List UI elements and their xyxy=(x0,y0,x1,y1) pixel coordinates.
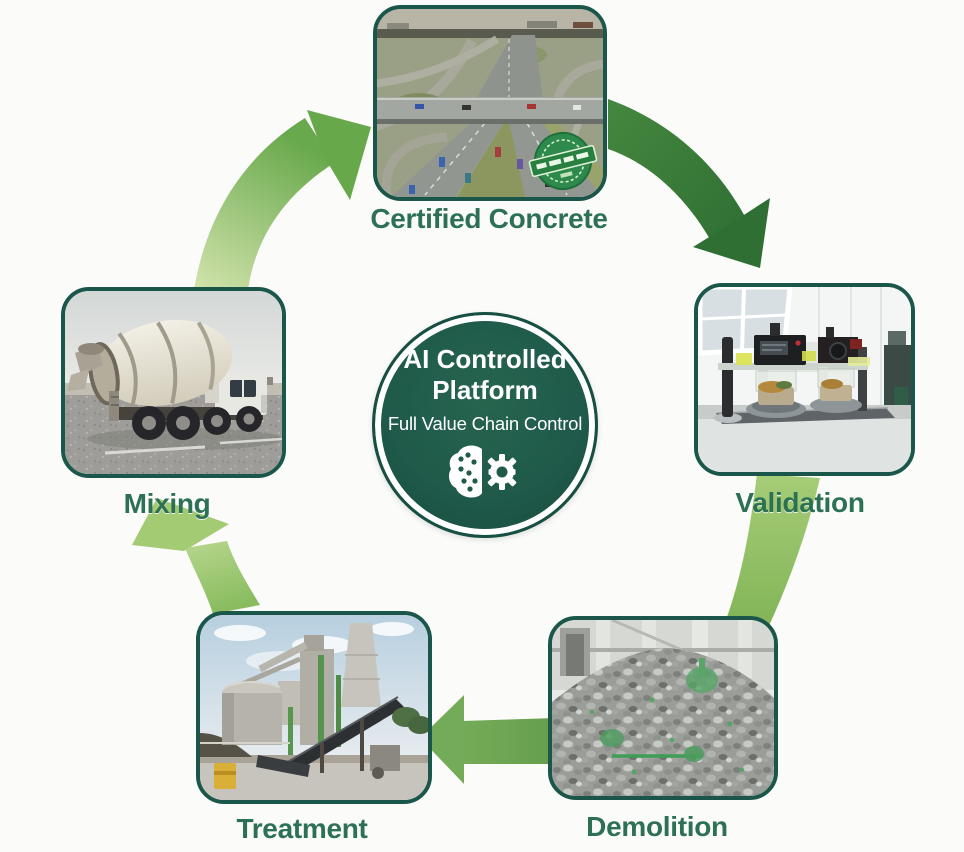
stage-photo-validation xyxy=(694,283,915,476)
stage-photo-certified-concrete xyxy=(373,5,607,201)
label-certified-concrete: Certified Concrete xyxy=(370,203,608,234)
label-treatment: Treatment xyxy=(236,813,368,844)
center-title: AI Controlled Platform xyxy=(403,344,566,405)
label-mixing: Mixing xyxy=(123,488,211,519)
center-subtitle: Full Value Chain Control xyxy=(387,412,583,434)
conveyor-belt xyxy=(256,696,404,777)
arrow-treatment-to-mixing xyxy=(132,498,260,614)
certification-stamp-icon xyxy=(528,132,598,190)
center-title-line2: Platform xyxy=(432,375,538,405)
rubble-scene xyxy=(552,620,774,796)
arrow-mixing-to-certified xyxy=(193,110,371,298)
label-demolition: Demolition xyxy=(586,811,728,842)
brain-gear-icon xyxy=(448,443,522,506)
center-title-line1: AI Controlled xyxy=(403,344,567,375)
testing-machine-left xyxy=(746,323,806,418)
highway-scene xyxy=(377,9,603,197)
center-badge: AI Controlled Platform Full Value Chain … xyxy=(372,312,598,538)
mixer-truck-scene xyxy=(65,291,282,474)
arrow-certified-to-validation xyxy=(608,99,770,268)
label-validation: Validation xyxy=(735,487,865,518)
arrow-demolition-to-treatment xyxy=(420,695,556,784)
mixer-truck xyxy=(67,319,267,440)
laboratory-scene xyxy=(698,287,911,472)
testing-machine-right xyxy=(810,327,862,413)
stage-photo-treatment xyxy=(196,611,432,804)
stage-photo-demolition xyxy=(548,616,778,800)
stage-photo-mixing xyxy=(61,287,286,478)
arrow-validation-to-demolition xyxy=(726,474,820,628)
plant-scene xyxy=(200,615,428,800)
